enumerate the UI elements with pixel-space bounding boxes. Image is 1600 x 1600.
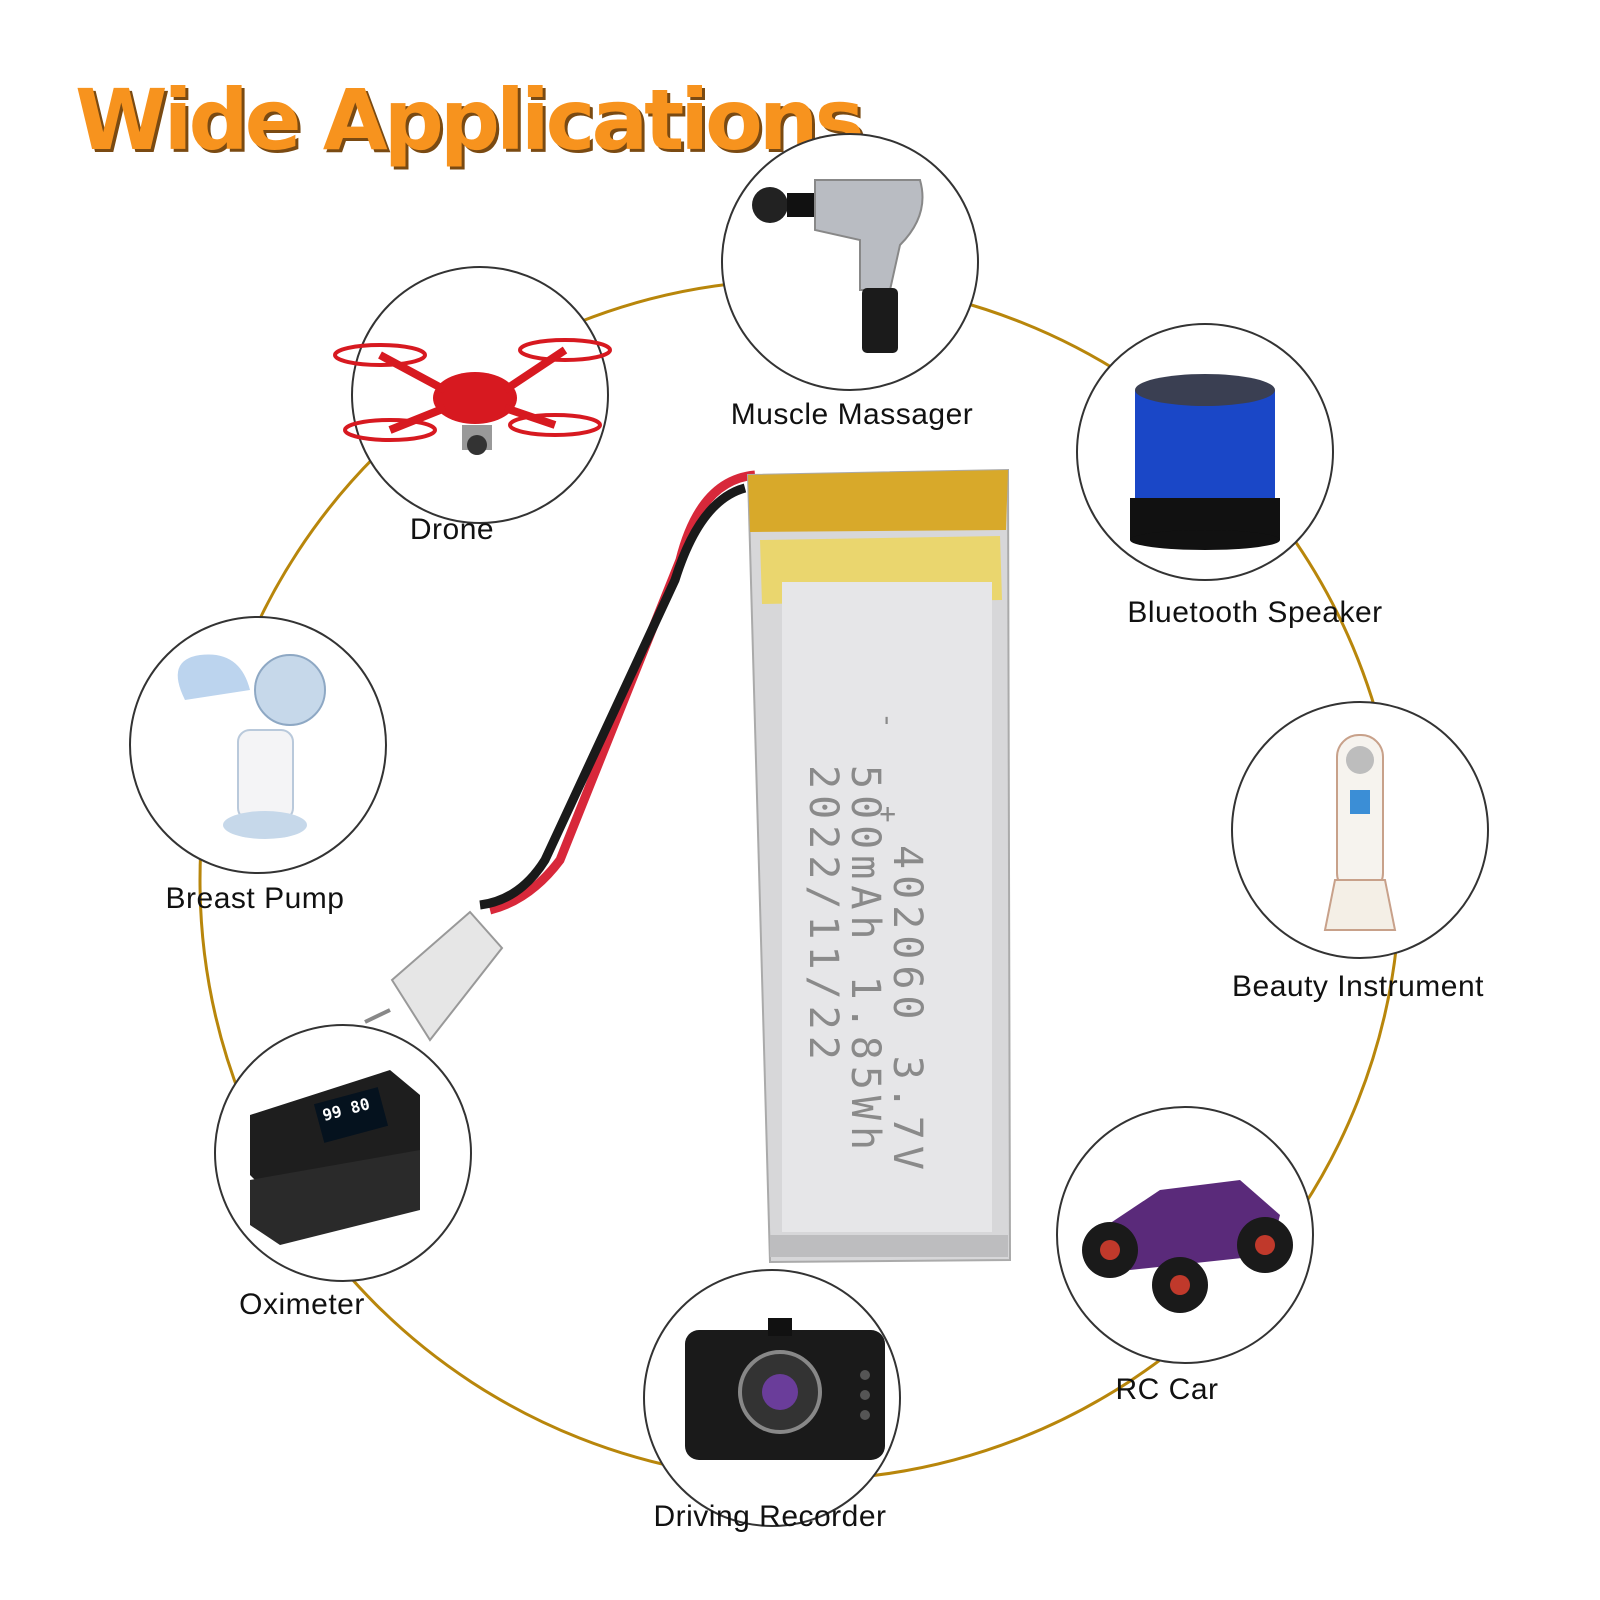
- dashcam-icon: [685, 1318, 885, 1460]
- battery-wires-icon: [364, 470, 756, 1042]
- battery-polarity-text: - +: [872, 712, 905, 853]
- beauty-device-icon: [1323, 734, 1397, 931]
- label-muscle-massager: Muscle Massager: [730, 398, 974, 431]
- rc-car-icon: [1082, 1180, 1293, 1313]
- bubble-drone: [333, 266, 612, 524]
- bubble-driving-recorder: [643, 1269, 901, 1527]
- bubble-breast-pump: [129, 616, 387, 874]
- battery-date-text: 2022/11/22: [800, 765, 846, 1066]
- label-driving-recorder: Driving Recorder: [653, 1500, 887, 1533]
- label-rc-car: RC Car: [1115, 1373, 1219, 1406]
- bubble-bluetooth-speaker: [1076, 323, 1334, 581]
- page-title: Wide Applications: [75, 71, 865, 169]
- speaker-icon: [1130, 374, 1280, 550]
- label-oximeter: Oximeter: [239, 1288, 365, 1321]
- breast-pump-icon: [177, 654, 326, 839]
- drone-icon: [333, 338, 612, 455]
- battery-icon: [746, 468, 1012, 1264]
- massage-gun-icon: [752, 179, 924, 353]
- battery-connector: [390, 910, 504, 1042]
- label-drone: Drone: [409, 513, 495, 546]
- label-breast-pump: Breast Pump: [165, 882, 345, 915]
- bubble-oximeter: [214, 1024, 472, 1282]
- bubble-muscle-massager: [721, 133, 979, 391]
- oximeter-icon: [250, 1070, 420, 1245]
- label-beauty-instrument: Beauty Instrument: [1232, 970, 1484, 1003]
- bubble-beauty-instrument: [1231, 701, 1489, 959]
- label-bluetooth-speaker: Bluetooth Speaker: [1127, 596, 1383, 629]
- battery-model-text: 402060 3.7V: [884, 845, 930, 1176]
- bubble-rc-car: [1056, 1106, 1314, 1364]
